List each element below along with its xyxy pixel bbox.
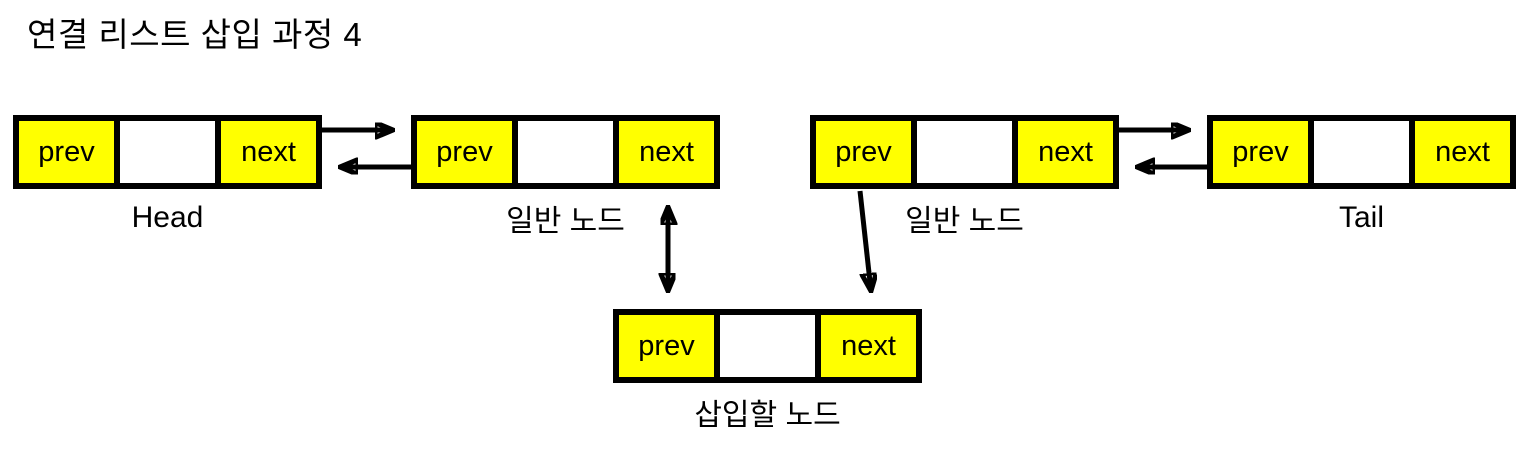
head-value-cell xyxy=(120,121,215,183)
insert-prev-cell: prev xyxy=(619,315,714,377)
node-tail: prev next xyxy=(1207,115,1516,189)
node-generic-1-label: 일반 노드 xyxy=(506,205,625,238)
tail-value-cell xyxy=(1314,121,1409,183)
generic-2-value-cell xyxy=(917,121,1012,183)
node-insert: prev next xyxy=(613,309,922,383)
node-tail-label: Tail xyxy=(1338,201,1384,234)
generic-1-value-cell xyxy=(518,121,613,183)
generic-2-prev-cell: prev xyxy=(816,121,911,183)
diagram-title: 연결 리스트 삽입 과정 4 xyxy=(27,16,363,53)
node-insert-label: 삽입할 노드 xyxy=(694,399,841,432)
node-generic-1: prev next xyxy=(411,115,720,189)
generic-1-next-cell: next xyxy=(619,121,714,183)
generic-1-prev-cell: prev xyxy=(417,121,512,183)
node-generic-2-label: 일반 노드 xyxy=(905,205,1024,238)
tail-next-cell: next xyxy=(1415,121,1510,183)
node-generic-2: prev next xyxy=(810,115,1119,189)
tail-prev-cell: prev xyxy=(1213,121,1308,183)
generic-2-next-cell: next xyxy=(1018,121,1113,183)
insert-next-cell: next xyxy=(821,315,916,377)
head-prev-cell: prev xyxy=(19,121,114,183)
node-head: prev next xyxy=(13,115,322,189)
node-head-label: Head xyxy=(131,201,204,234)
head-next-cell: next xyxy=(221,121,316,183)
insert-value-cell xyxy=(720,315,815,377)
